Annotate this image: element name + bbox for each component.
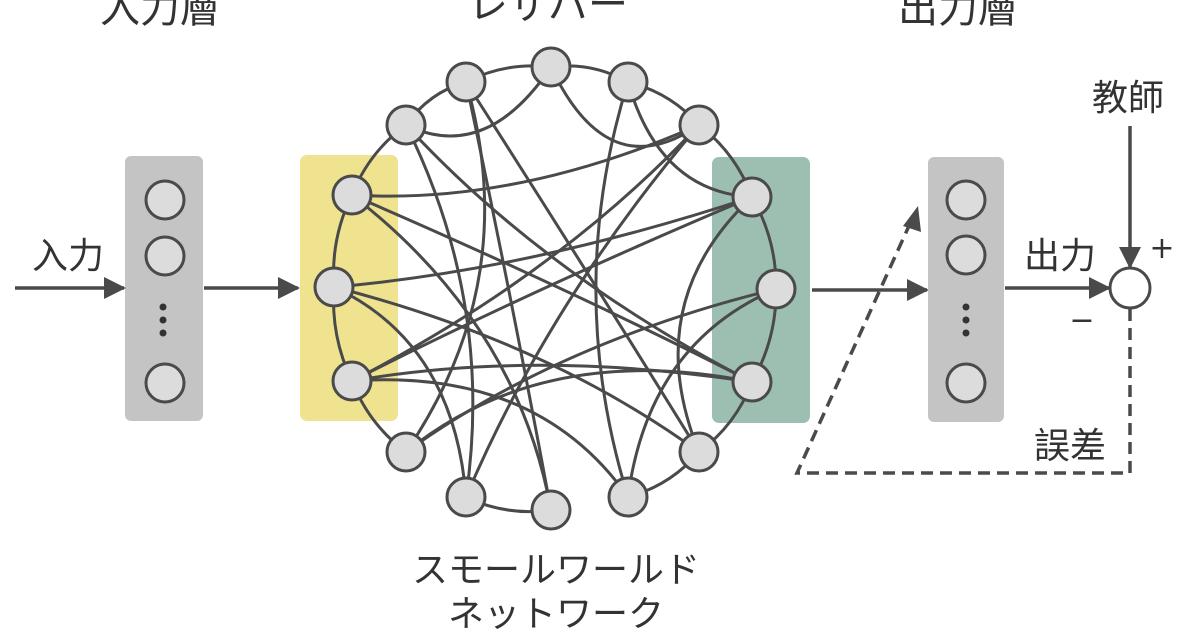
input-node [144, 362, 186, 404]
reservoir-edge [405, 369, 753, 454]
input-node [144, 235, 186, 277]
reservoir-node [678, 431, 720, 473]
reservoir-node [731, 361, 773, 403]
output-ellipsis-icon [962, 303, 970, 337]
reservoir-edge [351, 193, 553, 511]
input-ellipsis-icon [159, 303, 167, 337]
reservoir-edge [404, 81, 487, 453]
plus-sign: + [1149, 231, 1174, 266]
network-caption-line2: ネットワーク [448, 594, 664, 630]
reservoir-edge [626, 81, 753, 199]
output-layer-title: 出力層 [898, 0, 1018, 32]
input-layer-box [125, 156, 203, 421]
reservoir-node [331, 174, 373, 216]
reservoir-node [445, 476, 487, 518]
output-layer-box [928, 157, 1004, 422]
error-label: 誤差 [1034, 426, 1106, 467]
input-node [144, 179, 186, 221]
reservoir-edge [333, 285, 468, 498]
reservoir-edge [404, 123, 753, 384]
reservoir-node [731, 176, 773, 218]
reservoir-edge [626, 287, 777, 498]
input-layer-title: 入力層 [100, 0, 220, 32]
error-feedback-arrowhead [903, 206, 921, 232]
teacher-label: 教師 [1092, 78, 1164, 119]
reservoir-edge [333, 285, 700, 454]
reservoir-node [755, 268, 797, 310]
reservoir-edge [549, 66, 700, 148]
output-label: 出力 [1024, 236, 1096, 277]
reservoir-node [530, 489, 572, 531]
output-node [945, 362, 987, 404]
minus-sign: − [1069, 303, 1094, 338]
reservoir-edge [351, 123, 701, 383]
reservoir-edge [351, 378, 630, 498]
reservoir-node [385, 104, 427, 146]
error-feedback-path [794, 216, 1132, 475]
reservoir-node [530, 46, 572, 88]
output-layer-nodes [945, 179, 987, 404]
input-label: 入力 [32, 236, 104, 277]
reservoir-node [313, 266, 355, 308]
summing-junction [1108, 266, 1152, 310]
reservoir-edge [404, 124, 475, 498]
reservoir-node [385, 431, 427, 473]
reservoir-edge [351, 193, 753, 384]
reservoir-node [445, 61, 487, 103]
reservoir-edge [351, 195, 753, 383]
reservoir-edge [676, 195, 754, 453]
reservoir-node [607, 476, 649, 518]
reservoir-edge [464, 124, 701, 498]
network-caption-line1: スモールワールド [412, 550, 700, 591]
output-node [945, 234, 987, 276]
reservoir-nodes [313, 46, 797, 531]
reservoir-edge [333, 195, 753, 289]
output-node [945, 179, 987, 221]
reservoir-node [331, 360, 373, 402]
reservoir-node [607, 61, 649, 103]
input-layer-nodes [144, 179, 186, 404]
reservoir-title: レザバー [468, 0, 628, 28]
reservoir-node [678, 104, 720, 146]
